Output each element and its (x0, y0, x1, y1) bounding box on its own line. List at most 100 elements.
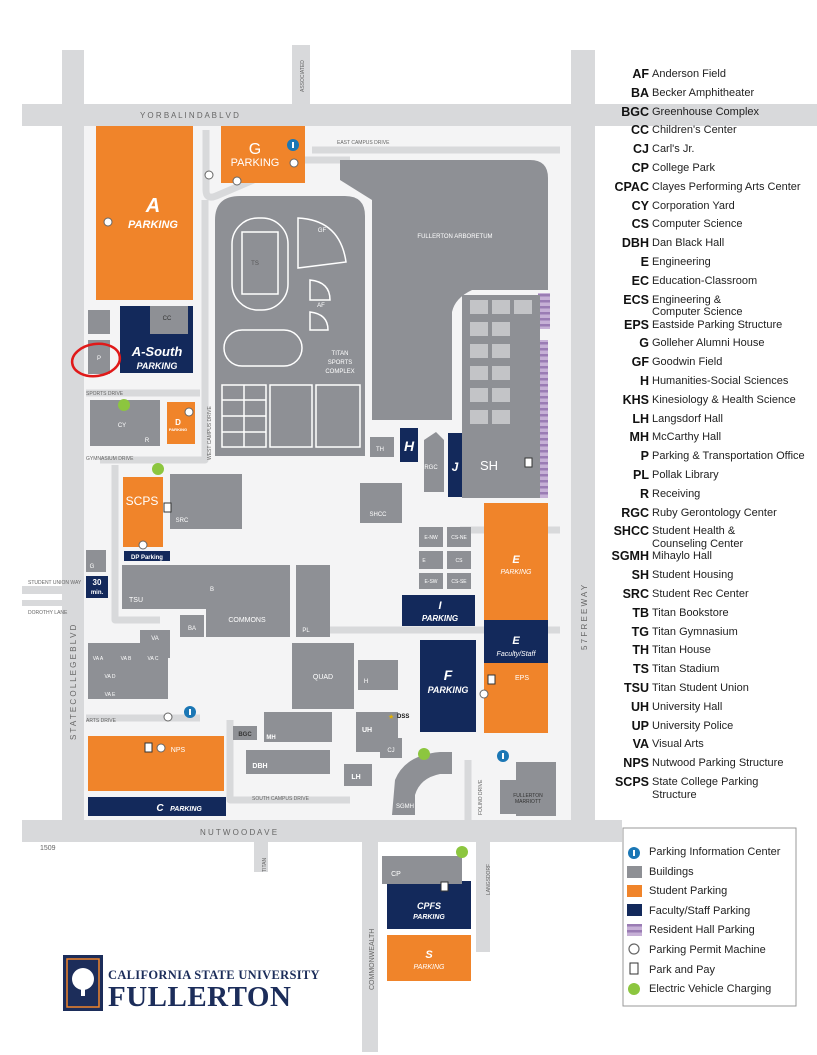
lot-f-sub: PARKING (428, 685, 469, 695)
anderson-field (309, 279, 331, 301)
ev-charging-icon[interactable] (456, 846, 468, 858)
key-label-parking-info: Parking Information Center (649, 846, 781, 858)
permit-machine-icon[interactable] (163, 712, 173, 722)
sports-complex-label-2: SPORTS (328, 360, 353, 366)
legend-abbr-mh: MH (629, 430, 649, 445)
resident-lot-north (538, 293, 550, 329)
park-and-pay-icon[interactable] (144, 742, 153, 753)
legend-name-pl: Pollak Library (652, 469, 719, 481)
sports-drive-label: SPORTS DRIVE (86, 391, 124, 397)
permit-machine-icon[interactable] (289, 158, 299, 168)
park-and-pay-icon[interactable] (487, 674, 496, 685)
permit-machine-icon[interactable] (103, 217, 113, 227)
legend-abbr-eps: EPS (623, 317, 649, 332)
ts-label: TS (251, 261, 259, 267)
permit-machine-icon[interactable] (232, 176, 242, 186)
legend-abbr-cy: CY (631, 198, 649, 213)
park-and-pay-icon[interactable] (524, 457, 533, 468)
cp-building (382, 856, 462, 884)
va-b-label: VA B (121, 656, 132, 662)
lot-e-letter: E (512, 554, 520, 566)
legend-abbr-rgc: RGC (621, 505, 649, 520)
shcc-building (360, 483, 402, 523)
lot-g (221, 126, 305, 183)
legend-abbr-gf: GF (631, 355, 649, 370)
uh-label: UH (362, 727, 372, 734)
cj-building (380, 738, 402, 758)
key-symbols (627, 847, 642, 995)
legend-name-cc: Children's Center (652, 124, 737, 137)
ecs-enw (419, 527, 443, 547)
sports-fields (221, 217, 361, 448)
lot-cpfs (387, 881, 471, 929)
legend-name-uh: University Hall (652, 700, 723, 713)
va-e-label: VA E (105, 692, 116, 698)
legend-abbr-ecs: ECS (623, 292, 649, 307)
legend-name-lh: Langsdorf Hall (652, 412, 723, 425)
legend-abbr-nps: NPS (623, 756, 649, 771)
gymnasium-drive-label: GYMNASIUM DRIVE (86, 456, 134, 462)
legend-abbr-src: SRC (622, 587, 649, 601)
roads (22, 45, 817, 1052)
lot-a-letter: A (145, 195, 160, 217)
ecs-csne-label: CS-NE (451, 535, 467, 541)
info-icon-arts[interactable] (184, 706, 196, 718)
lot-j (448, 433, 462, 497)
legend-abbr-lh: LH (632, 411, 649, 426)
address-label: 1509 (40, 845, 56, 852)
cc-building (150, 306, 188, 334)
bgc-building (233, 726, 257, 740)
tsu-label: TSU (129, 597, 143, 604)
dss-star: ★ (388, 713, 394, 721)
park-and-pay-icon[interactable] (440, 881, 449, 892)
folino-label: FOLINO DRIVE (478, 779, 484, 815)
gf-label: GF (318, 228, 327, 234)
langsdorf-road (476, 842, 490, 952)
info-icon-folino[interactable] (497, 750, 509, 762)
ev-charging-icon[interactable] (118, 399, 130, 411)
red-annotation-circle (70, 342, 122, 378)
legend-abbr-uh: UH (630, 699, 649, 714)
ecs-csne (447, 527, 471, 547)
lot-30-label: 30 (93, 578, 102, 587)
permit-machine-icon[interactable] (138, 540, 148, 550)
permit-machine-icon (628, 943, 640, 955)
legend-abbr-ts: TS (633, 662, 649, 677)
lot-efs-letter: E (512, 635, 520, 647)
legend-name-ts: Titan Stadium (652, 663, 720, 676)
b-label: B (210, 587, 214, 593)
va-label: VA (151, 636, 159, 642)
legend-name-cj: Carl's Jr. (652, 143, 695, 156)
legend-name-va: Visual Arts (652, 738, 704, 751)
park-and-pay-icon[interactable] (163, 502, 172, 513)
resident-parking-icon (627, 924, 642, 936)
parking-info-icon (628, 847, 640, 859)
legend-name-p: Parking & Transportation Office (652, 450, 805, 463)
ev-charging-icon[interactable] (152, 463, 164, 475)
permit-machine-icon[interactable] (479, 689, 489, 699)
key-label-permit-machine: Parking Permit Machine (649, 944, 766, 956)
legend-abbr-cj: CJ (633, 142, 649, 157)
legend-name-af: Anderson Field (652, 68, 726, 80)
sgmh-label: SGMH (396, 804, 414, 810)
legend-name-ba: Becker Amphitheater (652, 86, 755, 99)
lot-c (88, 797, 226, 816)
rgc-label: RGC (424, 465, 438, 471)
ecs-csse-label: CS-SE (451, 579, 467, 585)
lot-s-sub: PARKING (414, 964, 446, 971)
ecs-esw (419, 573, 443, 589)
shcc-label: SHCC (369, 512, 387, 518)
lot-scps-label: SCPS (126, 494, 159, 508)
sgmh-building (392, 752, 452, 815)
permit-machine-icon[interactable] (204, 170, 214, 180)
permit-machine-icon[interactable] (156, 743, 166, 753)
ev-charging-icon[interactable] (418, 748, 430, 760)
lot-asouth-sub: PARKING (137, 361, 178, 371)
legend-abbr-up: UP (631, 718, 649, 733)
goodwin-field (297, 217, 347, 269)
parking-info-icons (184, 139, 509, 762)
permit-machine-icon[interactable] (184, 407, 194, 417)
ev-charging-icon (628, 983, 640, 995)
info-icon-g[interactable] (287, 139, 299, 151)
